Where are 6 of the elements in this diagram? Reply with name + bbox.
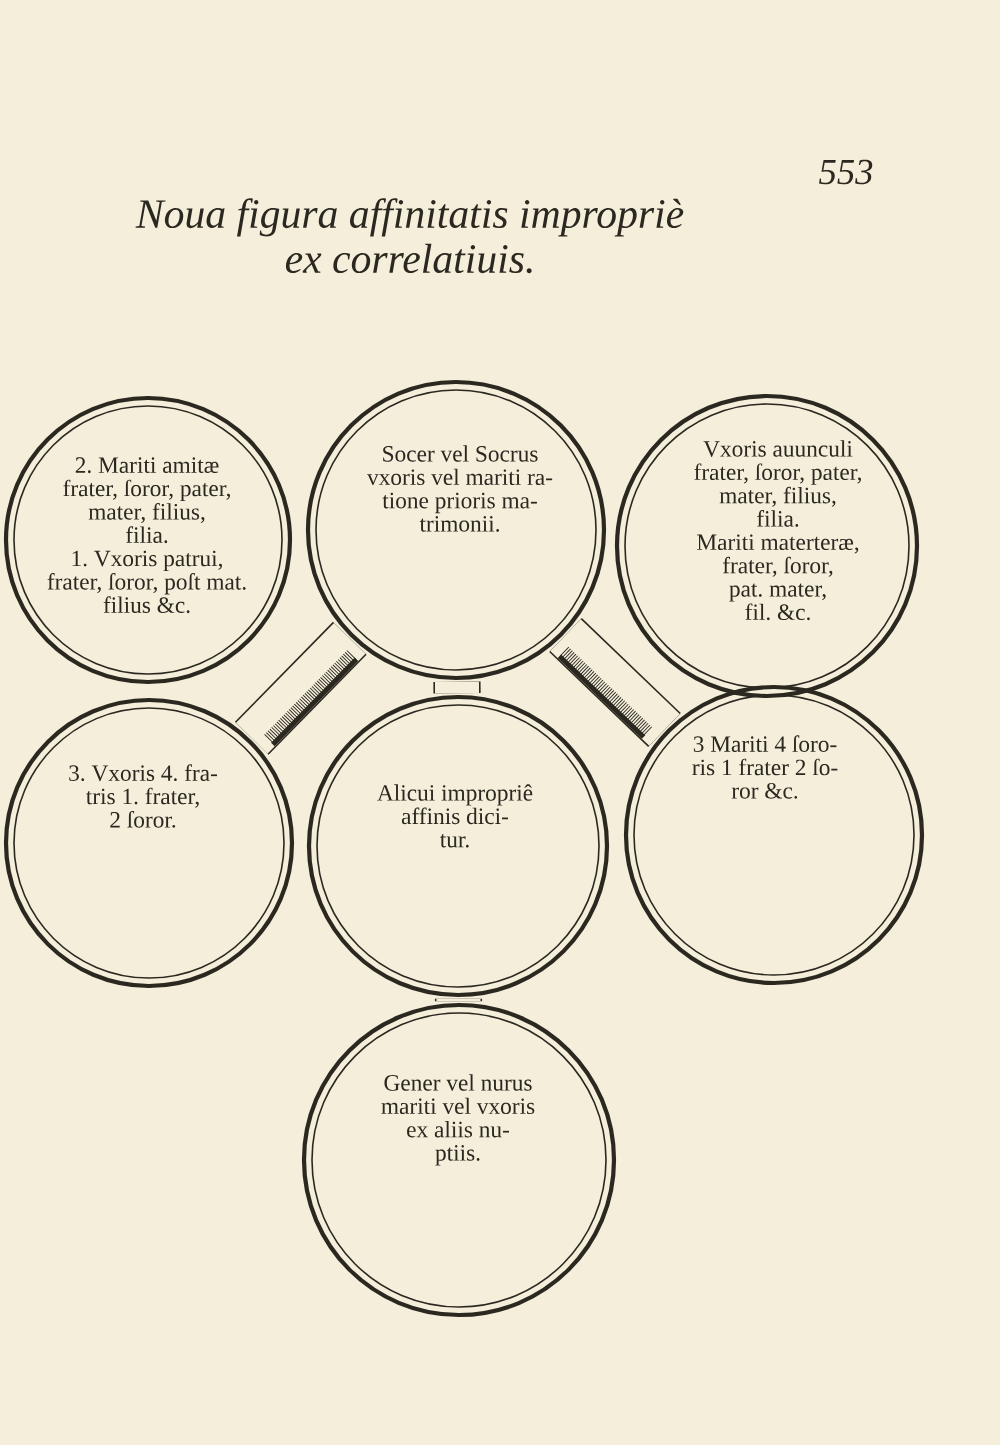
title: Noua figura affinitatis impropriè ex correlatiuis. <box>135 198 684 274</box>
page-number: 553 <box>819 159 873 185</box>
bar-connector <box>549 618 681 748</box>
bar-connector <box>234 621 367 755</box>
bar-connector <box>433 681 481 694</box>
bar-connector <box>434 998 483 1002</box>
